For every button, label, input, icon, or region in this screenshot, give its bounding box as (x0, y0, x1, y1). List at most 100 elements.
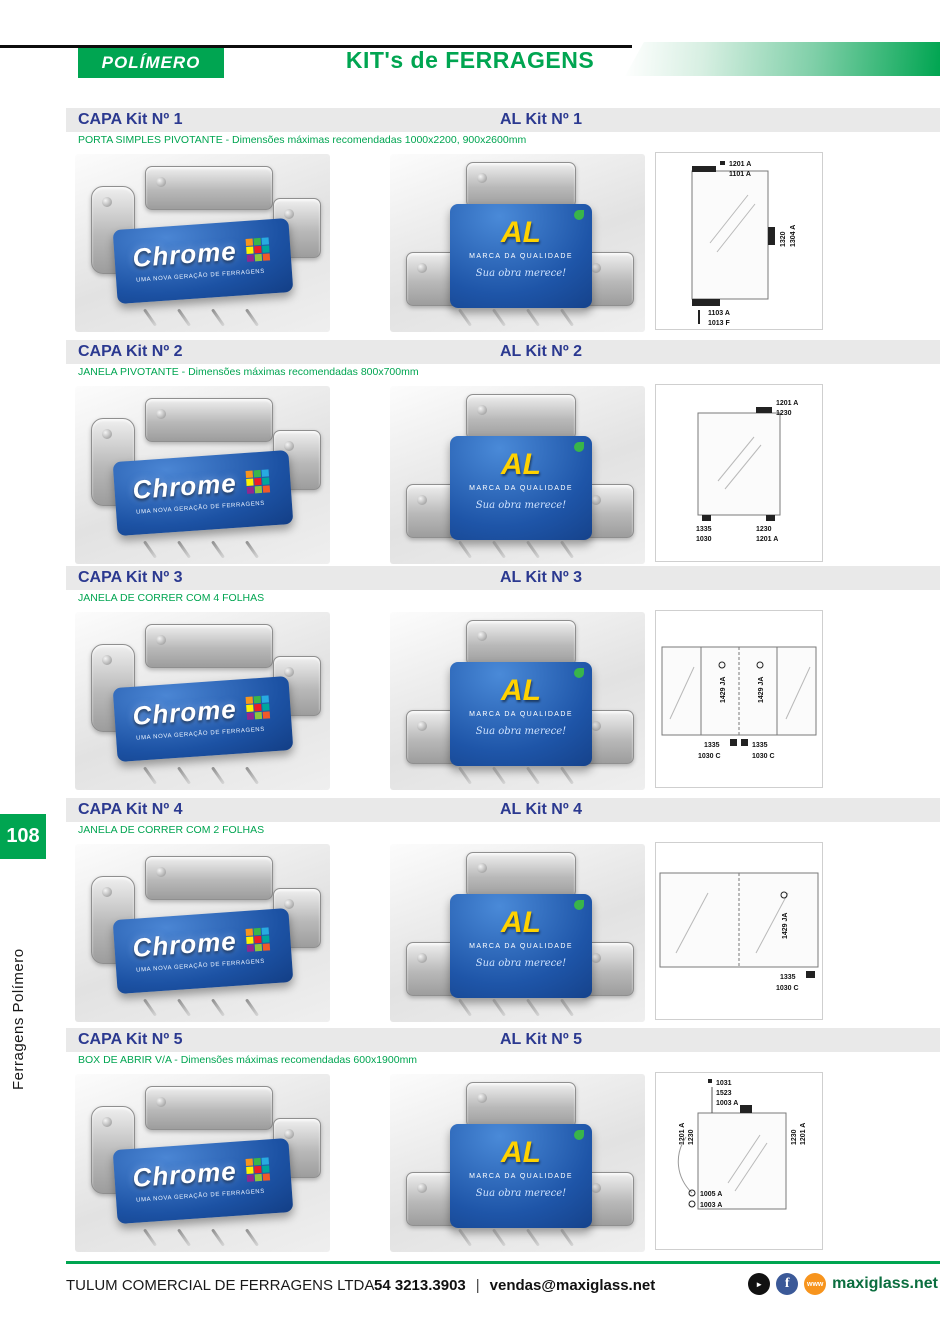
chrome-pixel-logo-icon (245, 695, 271, 720)
diagram-drawing: 1429 JA 1429 JA 1335 1335 1030 C 1030 C (661, 646, 817, 760)
leaf-icon (574, 900, 584, 910)
al-product-photo: AL MARCA DA QUALIDADE Sua obra merece! (390, 612, 645, 790)
part-label: 1003 A (700, 1202, 722, 1209)
hardware-part (466, 620, 576, 666)
phone-number[interactable]: 54 3213.3903 (374, 1277, 466, 1294)
page-number: 108 (0, 814, 46, 859)
al-product-photo: AL MARCA DA QUALIDADE Sua obra merece! (390, 386, 645, 564)
top-rule (0, 45, 632, 48)
al-tagline: MARCA DA QUALIDADE (469, 253, 573, 260)
contact-info: 54 3213.3903 | vendas@maxiglass.net (374, 1277, 655, 1294)
chrome-product-photo: Chrome UMA NOVA GERAÇÃO DE FERRAGENS (75, 612, 330, 790)
part-label: 1335 (704, 742, 720, 749)
kit-header: CAPA Kit Nº 4 AL Kit Nº 4 (66, 798, 940, 822)
screws-icon (133, 538, 269, 559)
kit-header: CAPA Kit Nº 3 AL Kit Nº 3 (66, 566, 940, 590)
hardware-part (145, 856, 273, 900)
al-brand-box: AL MARCA DA QUALIDADE Sua obra merece! (450, 436, 592, 540)
part-label: 1003 A (716, 1100, 738, 1107)
kit-subtitle: BOX DE ABRIR V/A - Dimensões máximas rec… (78, 1054, 418, 1066)
diagram-drawing: 1031 1523 1003 A 1201 A 1230 1230 1201 A… (677, 1079, 807, 1210)
al-kit-title: AL Kit Nº 5 (500, 1031, 582, 1048)
al-kit-title: AL Kit Nº 4 (500, 801, 582, 818)
social-links: ► f www maxiglass.net (748, 1273, 938, 1295)
al-logo: AL (501, 674, 541, 707)
facebook-icon[interactable]: f (776, 1273, 799, 1295)
part-label: 1031 (716, 1080, 732, 1087)
header-gradient-band (625, 42, 940, 76)
kit-subtitle: JANELA DE CORRER COM 2 FOLHAS (78, 824, 265, 836)
al-slogan: Sua obra merece! (475, 1188, 567, 1199)
capa-kit-title: CAPA Kit Nº 1 (78, 111, 183, 128)
chrome-pixel-logo-icon (245, 469, 271, 494)
category-badge: POLÍMERO (78, 48, 224, 78)
hardware-part (145, 1086, 273, 1130)
part-label: 1101 A (729, 171, 751, 178)
al-kit-title: AL Kit Nº 3 (500, 569, 582, 586)
al-brand-box: AL MARCA DA QUALIDADE Sua obra merece! (450, 204, 592, 308)
website-link[interactable]: maxiglass.net (832, 1275, 938, 1292)
part-label: 1230 (791, 1129, 798, 1145)
al-product-photo: AL MARCA DA QUALIDADE Sua obra merece! (390, 154, 645, 332)
chrome-brand-box: Chrome UMA NOVA GERAÇÃO DE FERRAGENS (112, 1137, 294, 1225)
chrome-pixel-logo-icon (245, 237, 271, 262)
kit-subtitle: JANELA PIVOTANTE - Dimensões máximas rec… (78, 366, 419, 378)
al-slogan: Sua obra merece! (475, 500, 567, 511)
kit-subtitle: JANELA DE CORRER COM 4 FOLHAS (78, 592, 265, 604)
chrome-pixel-logo-icon (245, 1157, 271, 1182)
screws-icon (448, 764, 584, 785)
hardware-part (466, 394, 576, 440)
part-label: 1429 JA (758, 677, 765, 703)
capa-kit-title: CAPA Kit Nº 2 (78, 343, 183, 360)
youtube-icon[interactable]: ► (748, 1273, 771, 1295)
part-label: 1103 A (708, 310, 730, 317)
al-slogan: Sua obra merece! (475, 726, 567, 737)
al-slogan: Sua obra merece! (475, 958, 567, 969)
part-label: 1429 JA (782, 913, 789, 939)
email-address[interactable]: vendas@maxiglass.net (489, 1277, 656, 1294)
al-brand-box: AL MARCA DA QUALIDADE Sua obra merece! (450, 662, 592, 766)
part-label: 1230 (776, 410, 792, 417)
separator: | (475, 1277, 480, 1294)
page-title: KIT's de FERRAGENS (345, 47, 595, 73)
part-label: 1335 (780, 974, 796, 981)
capa-kit-title: CAPA Kit Nº 5 (78, 1031, 183, 1048)
kit-section-3: CAPA Kit Nº 3 AL Kit Nº 3 JANELA DE CORR… (66, 566, 940, 794)
al-slogan: Sua obra merece! (475, 268, 567, 279)
leaf-icon (574, 442, 584, 452)
diagram-drawing: 1201 A 1230 1335 1030 1230 1201 A (696, 400, 798, 543)
al-logo: AL (501, 1136, 541, 1169)
part-label: 1320 (780, 231, 787, 247)
screws-icon (133, 1226, 269, 1247)
al-logo: AL (501, 448, 541, 481)
chrome-product-photo: Chrome UMA NOVA GERAÇÃO DE FERRAGENS (75, 1074, 330, 1252)
al-product-photo: AL MARCA DA QUALIDADE Sua obra merece! (390, 1074, 645, 1252)
www-globe-icon[interactable]: www (804, 1273, 827, 1295)
screws-icon (133, 306, 269, 327)
hardware-part (145, 166, 273, 210)
technical-diagram-shower-box: 1031 1523 1003 A 1201 A 1230 1230 1201 A… (655, 1072, 823, 1250)
hardware-part (466, 852, 576, 898)
chrome-brand-box: Chrome UMA NOVA GERAÇÃO DE FERRAGENS (112, 675, 294, 763)
kit-subtitle: PORTA SIMPLES PIVOTANTE - Dimensões máxi… (78, 134, 527, 146)
kit-body: Chrome UMA NOVA GERAÇÃO DE FERRAGENS AL … (66, 380, 940, 568)
part-label: 1429 JA (720, 677, 727, 703)
part-label: 1335 (752, 742, 768, 749)
chrome-brand-box: Chrome UMA NOVA GERAÇÃO DE FERRAGENS (112, 217, 294, 305)
hardware-part (145, 398, 273, 442)
al-kit-title: AL Kit Nº 2 (500, 343, 582, 360)
screws-icon (448, 1226, 584, 1247)
capa-kit-title: CAPA Kit Nº 4 (78, 801, 183, 818)
al-logo: AL (501, 216, 541, 249)
hardware-part (145, 624, 273, 668)
chrome-product-photo: Chrome UMA NOVA GERAÇÃO DE FERRAGENS (75, 154, 330, 332)
al-tagline: MARCA DA QUALIDADE (469, 943, 573, 950)
kit-body: Chrome UMA NOVA GERAÇÃO DE FERRAGENS AL … (66, 1068, 940, 1256)
part-label: 1201 A (756, 536, 778, 543)
al-product-photo: AL MARCA DA QUALIDADE Sua obra merece! (390, 844, 645, 1022)
al-brand-box: AL MARCA DA QUALIDADE Sua obra merece! (450, 1124, 592, 1228)
screws-icon (448, 306, 584, 327)
footer: TULUM COMERCIAL DE FERRAGENS LTDA. 54 32… (66, 1273, 940, 1307)
leaf-icon (574, 1130, 584, 1140)
